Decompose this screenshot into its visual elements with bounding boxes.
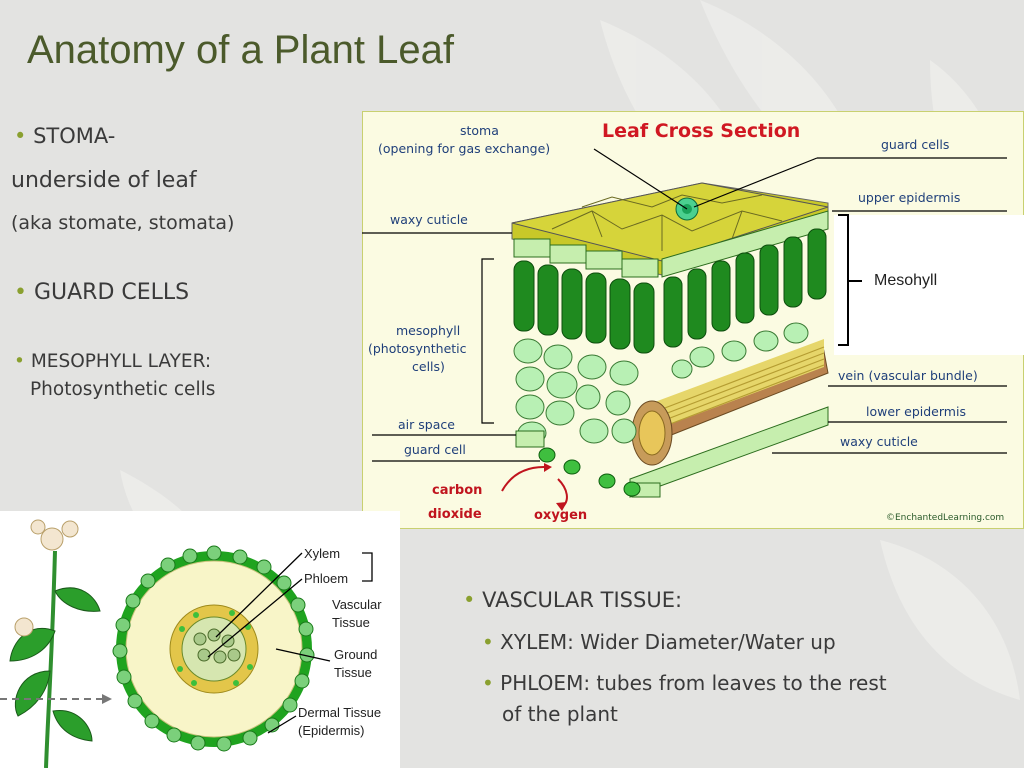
guard-cells-heading: GUARD CELLS	[33, 280, 190, 305]
phloem-text-1: PHLOEM: tubes from leaves to the rest	[500, 671, 887, 695]
label-vein: vein (vascular bundle)	[838, 368, 978, 383]
stem-label-xylem: Xylem	[304, 546, 340, 561]
stem-label-phloem: Phloem	[304, 571, 348, 586]
label-waxy-cuticle-top: waxy cuticle	[390, 212, 468, 227]
label-guard-cells: guard cells	[881, 137, 949, 152]
leaf-cross-section-diagram: Leaf Cross Section stoma (opening for ga…	[362, 111, 1024, 529]
bullet-marker: •	[482, 630, 494, 654]
slide-title: Anatomy of a Plant Leaf	[27, 28, 454, 72]
label-air-space: air space	[398, 417, 455, 432]
plant-illustration	[0, 519, 112, 768]
label-upper-epidermis: upper epidermis	[858, 190, 960, 205]
stem-disc	[112, 545, 315, 752]
label-mesophyll: mesophyll	[396, 323, 460, 338]
stem-label-ground: Ground	[334, 647, 377, 662]
bullet-stoma: • STOMA-	[14, 124, 115, 148]
bullet-mesophyll: • MESOPHYLL LAYER: Photosynthetic cells	[14, 348, 215, 404]
label-oxygen: oxygen	[534, 508, 587, 523]
stem-label-ground-2: Tissue	[334, 665, 372, 680]
bullet-phloem: • PHLOEM: tubes from leaves to the rest …	[482, 668, 887, 730]
label-waxy-cuticle-bottom: waxy cuticle	[840, 434, 918, 449]
bullet-marker: •	[14, 351, 25, 372]
stoma-line-2: (aka stomate, stomata)	[11, 212, 235, 234]
label-stoma: stoma	[460, 123, 499, 138]
mesohyll-callout-label: Mesohyll	[874, 272, 937, 289]
label-dioxide: dioxide	[428, 507, 482, 522]
stem-label-dermal: Dermal Tissue	[298, 705, 381, 720]
bullet-guard-cells: • GUARD CELLS	[14, 280, 189, 305]
stem-leader-lines	[207, 552, 373, 734]
mesophyll-desc: Photosynthetic cells	[30, 379, 216, 400]
label-lower-epidermis: lower epidermis	[866, 404, 966, 419]
vascular-heading: VASCULAR TISSUE:	[482, 588, 683, 612]
xylem-text: XYLEM: Wider Diameter/Water up	[500, 630, 836, 654]
stoma-heading: STOMA-	[33, 124, 116, 148]
bullet-vascular: • VASCULAR TISSUE:	[463, 588, 682, 612]
stem-label-vascular-2: Tissue	[332, 615, 370, 630]
leaf-diagram-title: Leaf Cross Section	[602, 120, 800, 142]
bullet-marker: •	[482, 671, 494, 695]
bullet-marker: •	[463, 588, 476, 612]
stem-label-dermal-2: (Epidermis)	[298, 723, 364, 738]
label-mesophyll-3: cells)	[412, 359, 445, 374]
credit-text: ©EnchantedLearning.com	[886, 513, 1004, 523]
stem-cross-section-diagram: Xylem Phloem Vascular Tissue Ground Tiss…	[0, 511, 400, 768]
leaf-block-illustration	[511, 182, 829, 498]
stoma-line-1: underside of leaf	[11, 168, 197, 193]
bullet-xylem: • XYLEM: Wider Diameter/Water up	[482, 630, 836, 654]
leader-lines	[362, 148, 1007, 462]
label-stoma-desc: (opening for gas exchange)	[378, 141, 550, 156]
mesohyll-callout-box	[834, 215, 1024, 355]
phloem-text-2: of the plant	[502, 702, 618, 726]
stem-label-vascular: Vascular	[332, 597, 382, 612]
bullet-marker: •	[14, 280, 27, 305]
label-carbon: carbon	[432, 483, 482, 498]
mesohyll-bracket	[838, 214, 862, 346]
mesophyll-heading: MESOPHYLL LAYER:	[30, 351, 212, 372]
label-guard-cell: guard cell	[404, 442, 466, 457]
label-mesophyll-2: (photosynthetic	[368, 341, 467, 356]
bullet-marker: •	[14, 124, 27, 148]
